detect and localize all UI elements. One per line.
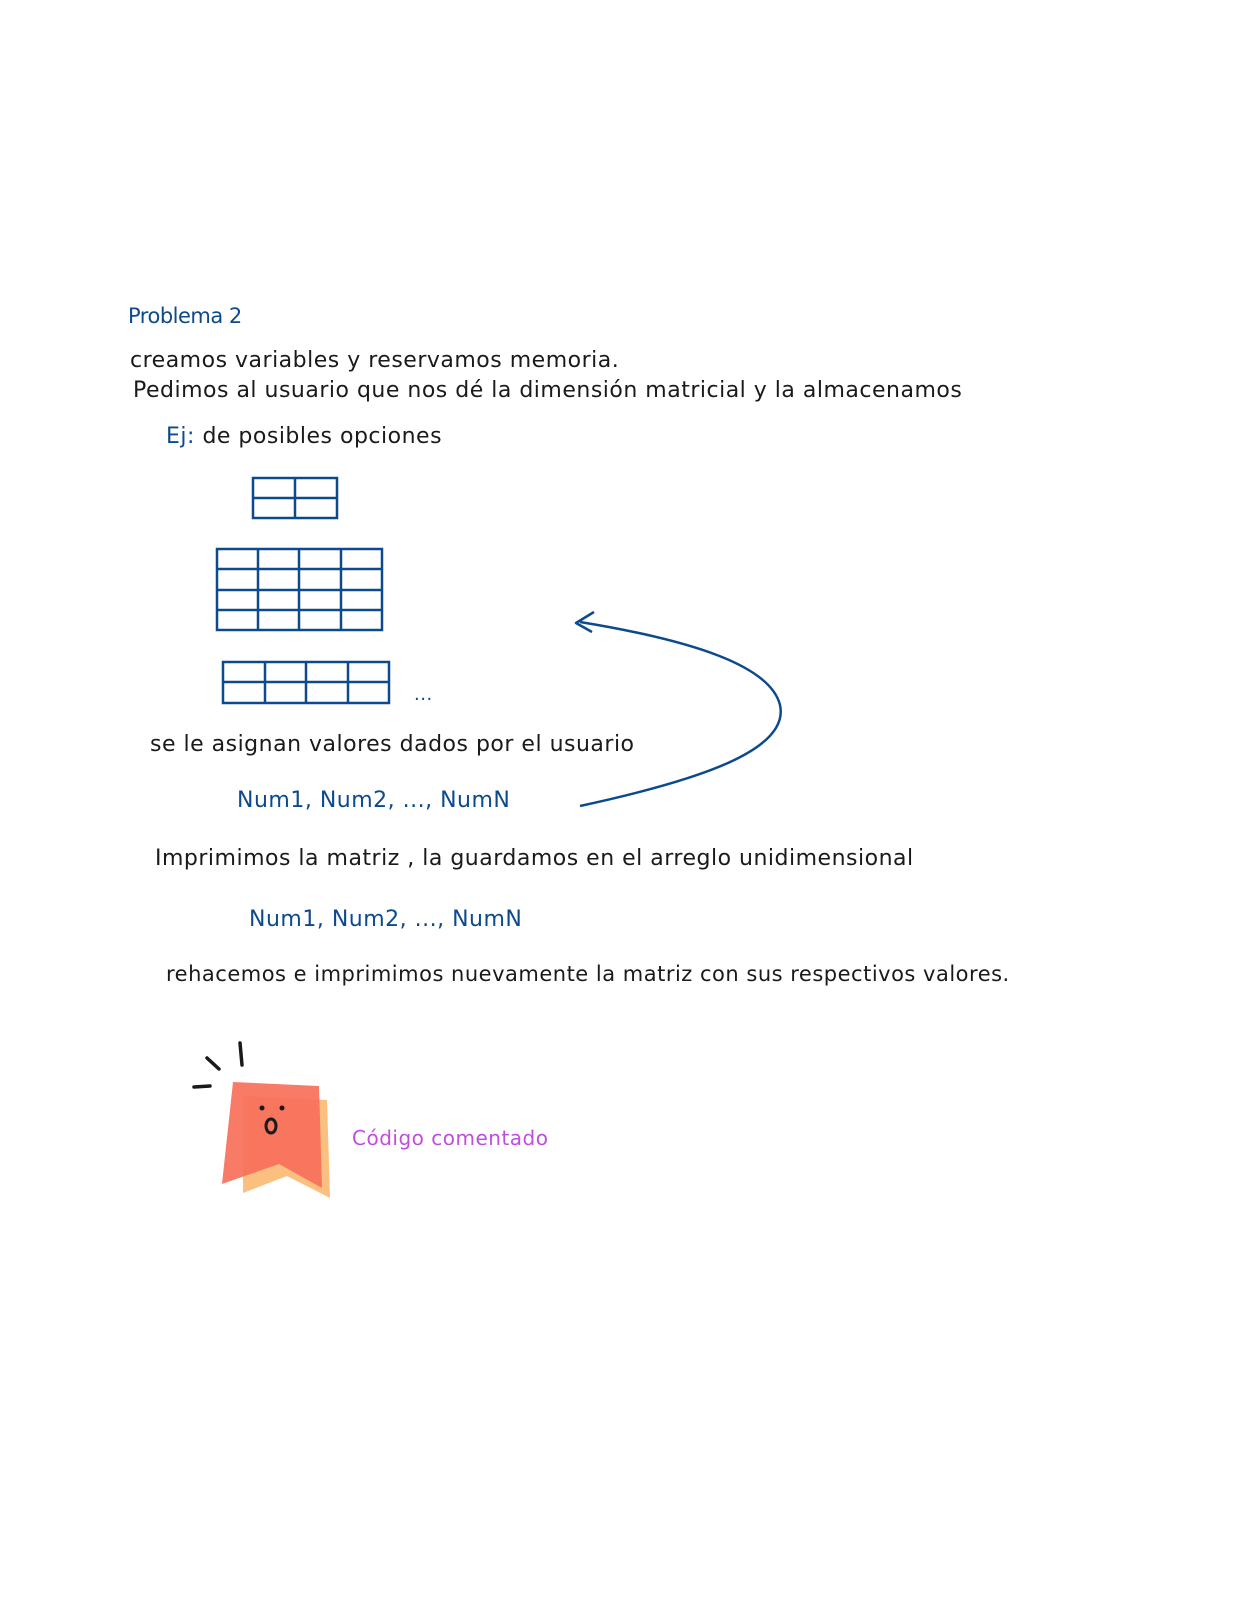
- matrix-2x2: [251, 476, 339, 520]
- curved-arrow-icon: [579, 620, 782, 808]
- matrix-2x4: [221, 660, 391, 705]
- example-text: de posibles opciones: [202, 424, 443, 449]
- values-list-1: Num1, Num2, ..., NumN: [237, 788, 511, 813]
- sticker-label: Código comentado: [352, 1126, 549, 1150]
- example-prefix: Ej:: [166, 424, 195, 449]
- bookmark-surprised-face-icon: [192, 1041, 330, 1198]
- line-assign-values: se le asignan valores dados por el usuar…: [150, 732, 635, 757]
- more-matrices-ellipsis: ...: [414, 684, 433, 705]
- matrix-4x4: [215, 547, 384, 632]
- line-print-store: Imprimimos la matriz , la guardamos en e…: [155, 846, 914, 871]
- values-list-2: Num1, Num2, ..., NumN: [249, 907, 523, 932]
- page-title: Problema 2: [128, 304, 242, 328]
- line-create-variables: creamos variables y reservamos memoria.: [130, 348, 620, 373]
- line-redo-print: rehacemos e imprimimos nuevamente la mat…: [166, 962, 1010, 986]
- line-example: Ej: de posibles opciones: [166, 424, 442, 449]
- line-ask-dimension: Pedimos al usuario que nos dé la dimensi…: [133, 378, 963, 403]
- arrow-head-icon: [574, 610, 595, 634]
